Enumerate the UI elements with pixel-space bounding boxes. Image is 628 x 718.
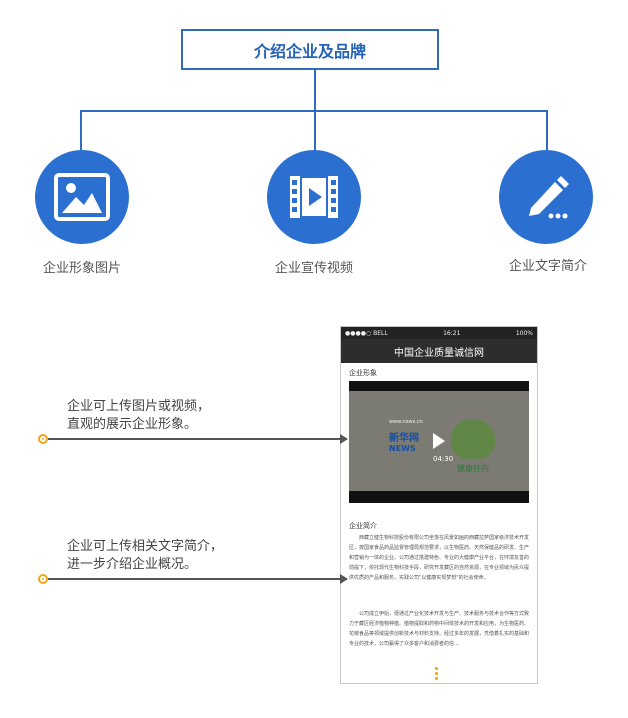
nav-title: 中国企业质量诚信网: [394, 347, 484, 359]
note-2-marker: [38, 574, 48, 584]
pencil-icon: [529, 176, 569, 219]
note-1-marker: [38, 434, 48, 444]
image-icon: [54, 173, 110, 221]
video-node: [267, 150, 361, 244]
connector-middle: [314, 110, 316, 150]
text-node-label: 企业文字简介: [508, 259, 587, 274]
note-2-arrow-head: [340, 574, 348, 584]
note-2-arrow-line: [48, 578, 342, 580]
carrier-text: ●●●●○ BELL: [345, 329, 388, 337]
intro-section-title: 企业简介: [349, 522, 377, 530]
play-icon[interactable]: [433, 433, 445, 449]
scroll-indicator-dot: [435, 677, 438, 680]
status-time: 16:21: [443, 329, 461, 337]
note-2-line2: 进一步介绍企业概况。: [67, 557, 198, 572]
status-bar: ●●●●○ BELL 16:21 100%: [341, 327, 537, 339]
scroll-indicator-dot: [435, 672, 438, 675]
image-node: [35, 150, 129, 244]
tree-graphic: [451, 419, 495, 459]
diagram-title: 介绍企业及品牌: [181, 29, 439, 70]
battery-text: 100%: [515, 329, 533, 337]
note-2-line1: 企业可上传相关文字简介，: [67, 539, 224, 554]
note-1: 企业可上传图片或视频， 直观的展示企业形象。: [67, 398, 210, 434]
text-node: [499, 150, 593, 244]
note-2: 企业可上传相关文字简介， 进一步介绍企业概况。: [67, 538, 223, 574]
note-1-arrow-head: [340, 434, 348, 444]
connector-left: [80, 110, 82, 150]
video-player[interactable]: 新华网 NEWS www.news.cn 健康好药 04:30: [349, 381, 529, 503]
scroll-indicator-dot: [435, 667, 438, 670]
connector-vertical-top: [314, 70, 316, 112]
video-node-label: 企业宣传视频: [274, 261, 353, 276]
connector-right: [546, 110, 548, 150]
video-duration: 04:30: [433, 455, 454, 463]
video-brand-line1: 新华网: [389, 433, 419, 444]
video-frame: 新华网 NEWS www.news.cn 健康好药 04:30: [349, 391, 529, 491]
nav-bar: 中国企业质量诚信网: [341, 339, 537, 363]
intro-paragraph-2: 公司成立伊始，便通过产业化技术开发与生产、技术服务与技术合作等方式致力于藏区经济…: [349, 611, 530, 647]
image-section-title: 企业形象: [349, 369, 377, 377]
intro-paragraph-1: 西藏立健生物科技股份有限公司坐落在风景如画的西藏拉萨国家级济技术开发区，按国家食…: [349, 535, 530, 581]
video-brand-line2: NEWS: [389, 444, 416, 453]
note-1-line1: 企业可上传图片或视频，: [67, 399, 211, 414]
image-node-label: 企业形象图片: [42, 261, 121, 276]
video-icon: [290, 176, 338, 218]
video-brand: 新华网 NEWS: [389, 429, 419, 453]
note-1-arrow-line: [48, 438, 342, 440]
note-1-line2: 直观的展示企业形象。: [67, 417, 198, 432]
phone-mockup: ●●●●○ BELL 16:21 100% 中国企业质量诚信网 企业形象 新华网…: [340, 326, 538, 684]
video-site: www.news.cn: [389, 419, 423, 425]
video-caption: 健康好药: [457, 464, 489, 473]
